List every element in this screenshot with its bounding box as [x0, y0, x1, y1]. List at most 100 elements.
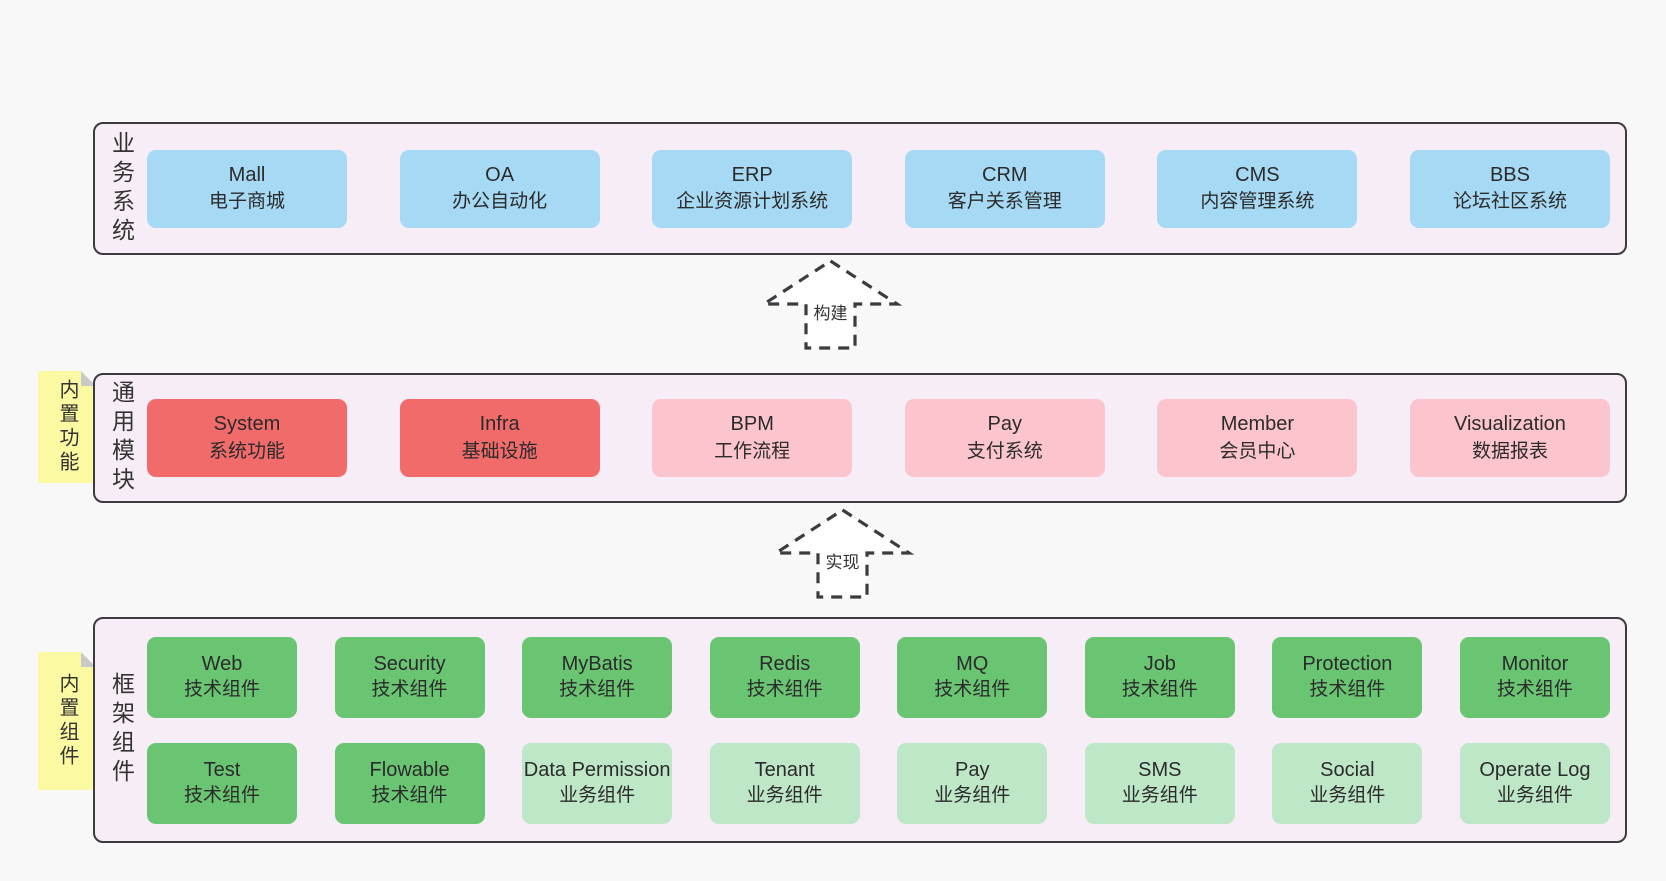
- arrow-implement: 实现: [770, 506, 915, 601]
- component-title: Test: [203, 759, 241, 782]
- band-label-text: 业务系统: [108, 130, 135, 247]
- component-subtitle: 业务组件: [1496, 784, 1573, 806]
- component-title: CMS: [1235, 163, 1280, 186]
- component-subtitle: 技术组件: [183, 678, 260, 700]
- arrow-label: 实现: [823, 548, 862, 573]
- band-label-common-modules: 通用模块: [95, 375, 147, 501]
- component-box-infra: Infra 基础设施: [399, 399, 600, 477]
- component-subtitle: 企业资源计划系统: [676, 191, 829, 213]
- component-title: CRM: [982, 163, 1028, 186]
- band-label-framework-components: 框架组件: [95, 619, 147, 841]
- component-title: MQ: [956, 653, 989, 676]
- component-subtitle: 业务组件: [1121, 784, 1198, 806]
- component-subtitle: 系统功能: [208, 440, 285, 462]
- component-box-visualization: Visualization 数据报表: [1409, 399, 1610, 477]
- component-subtitle: 业务组件: [1309, 784, 1386, 806]
- component-box-pay: Pay 支付系统: [904, 399, 1105, 477]
- component-box-crm: CRM 客户关系管理: [904, 149, 1105, 228]
- sticky-note-label: 内置组件: [56, 673, 78, 769]
- component-title: Visualization: [1454, 413, 1566, 436]
- component-title: Mall: [228, 163, 266, 186]
- component-subtitle: 技术组件: [1121, 678, 1198, 700]
- component-box-erp: ERP 企业资源计划系统: [652, 149, 853, 228]
- component-subtitle: 数据报表: [1471, 440, 1548, 462]
- component-title: OA: [485, 163, 515, 186]
- component-subtitle: 技术组件: [371, 784, 448, 806]
- component-title: Monitor: [1501, 653, 1569, 676]
- component-title: BPM: [730, 413, 774, 436]
- component-title: BBS: [1489, 163, 1530, 186]
- sticky-note-built-in-features: 内置功能: [38, 371, 96, 483]
- component-title: Web: [201, 653, 243, 676]
- component-subtitle: 技术组件: [559, 678, 636, 700]
- component-subtitle: 客户关系管理: [947, 191, 1062, 213]
- component-subtitle: 技术组件: [1496, 678, 1573, 700]
- component-subtitle: 技术组件: [934, 678, 1011, 700]
- component-subtitle: 工作流程: [714, 440, 791, 462]
- component-title: Job: [1143, 653, 1176, 676]
- component-subtitle: 内容管理系统: [1200, 191, 1315, 213]
- component-subtitle: 支付系统: [966, 440, 1043, 462]
- band-label-business-systems: 业务系统: [95, 124, 147, 253]
- component-title: Protection: [1302, 653, 1393, 676]
- band-label-text: 通用模块: [108, 380, 135, 496]
- component-title: Member: [1220, 413, 1295, 436]
- component-title: Pay: [955, 759, 990, 782]
- component-title: Operate Log: [1479, 759, 1591, 782]
- component-title: Social: [1320, 759, 1375, 782]
- component-subtitle: 会员中心: [1219, 440, 1296, 462]
- component-title: Data Permission: [523, 759, 671, 782]
- component-subtitle: 基础设施: [461, 440, 538, 462]
- component-title: Pay: [987, 413, 1023, 436]
- component-subtitle: 业务组件: [746, 784, 823, 806]
- component-subtitle: 论坛社区系统: [1452, 191, 1567, 213]
- component-title: SMS: [1138, 759, 1182, 782]
- component-box-cms: CMS 内容管理系统: [1157, 149, 1358, 228]
- component-title: Flowable: [369, 759, 450, 782]
- component-title: Security: [373, 653, 446, 676]
- component-title: MyBatis: [561, 653, 633, 676]
- component-title: Infra: [479, 413, 520, 436]
- component-title: ERP: [731, 163, 773, 186]
- component-title: Redis: [759, 653, 811, 676]
- component-subtitle: 业务组件: [559, 784, 636, 806]
- component-subtitle: 技术组件: [183, 784, 260, 806]
- sticky-note-built-in-components: 内置组件: [38, 652, 96, 790]
- arrow-label: 构建: [811, 299, 850, 324]
- component-box-member: Member 会员中心: [1157, 399, 1358, 477]
- component-box-bbs: BBS 论坛社区系统: [1409, 149, 1610, 228]
- component-subtitle: 技术组件: [746, 678, 823, 700]
- component-subtitle: 技术组件: [371, 678, 448, 700]
- component-box-bpm: BPM 工作流程: [652, 399, 853, 477]
- component-subtitle: 技术组件: [1309, 678, 1386, 700]
- arrow-build: 构建: [758, 257, 903, 352]
